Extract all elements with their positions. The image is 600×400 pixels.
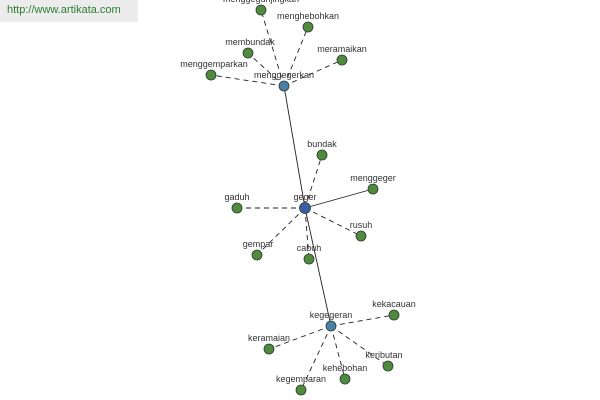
- edge-geger-menggeger: [304, 188, 374, 209]
- label-menggemparkan: menggemparkan: [180, 59, 248, 69]
- label-geger: geger: [293, 192, 316, 202]
- edge-kegegeran-kehebohan: [330, 325, 346, 380]
- node-gaduh[interactable]: [231, 202, 243, 214]
- node-kehebohan[interactable]: [339, 373, 351, 385]
- label-menghebohkan: menghebohkan: [277, 11, 339, 21]
- node-kegegeran[interactable]: [325, 320, 337, 332]
- edge-kegegeran-keramaian: [268, 325, 332, 350]
- label-cabuh: cabuh: [297, 243, 322, 253]
- node-rusuh[interactable]: [355, 230, 367, 242]
- graph-labels: geger menggegerkan kegegeran menggegunjingk…: [180, 0, 416, 384]
- node-bundak[interactable]: [316, 149, 328, 161]
- label-gaduh: gaduh: [224, 192, 249, 202]
- edge-geger-rusuh: [304, 207, 362, 237]
- label-gempar: gempar: [243, 239, 274, 249]
- node-menggeger[interactable]: [367, 183, 379, 195]
- label-meramaikan: meramaikan: [317, 44, 367, 54]
- watermark-url: http://www.artikata.com: [0, 0, 138, 22]
- label-kegemparan: kegemparan: [276, 374, 326, 384]
- node-kekacauan[interactable]: [388, 309, 400, 321]
- graph-nodes: [205, 4, 400, 396]
- label-rusuh: rusuh: [350, 220, 373, 230]
- label-membundak: membundak: [225, 37, 275, 47]
- node-keributan[interactable]: [382, 360, 394, 372]
- label-kegegeran: kegegeran: [310, 310, 353, 320]
- node-menggemparkan[interactable]: [205, 69, 217, 81]
- label-keributan: keributan: [365, 350, 402, 360]
- label-keramaian: keramaian: [248, 333, 290, 343]
- node-kegemparan[interactable]: [295, 384, 307, 396]
- label-menggegunjingkan: menggegunjingkan: [223, 0, 299, 4]
- node-meramaikan[interactable]: [336, 54, 348, 66]
- edge-geger-menggegerkan: [283, 85, 306, 209]
- label-kekacauan: kekacauan: [372, 299, 416, 309]
- node-gempar[interactable]: [251, 249, 263, 261]
- edge-kegegeran-keributan: [330, 325, 389, 367]
- label-menggegerkan: menggegerkan: [254, 70, 314, 80]
- label-bundak: bundak: [307, 139, 337, 149]
- graph-edges: [210, 9, 395, 391]
- edge-menggegerkan-meramaikan: [283, 59, 343, 87]
- label-kehebohan: kehebohan: [323, 363, 368, 373]
- node-geger[interactable]: [299, 202, 311, 214]
- edge-kegegeran-kegemparan: [300, 325, 332, 391]
- edge-menggegerkan-menghebohkan: [283, 26, 309, 87]
- edge-geger-kegegeran: [304, 207, 332, 327]
- node-cabuh[interactable]: [303, 253, 315, 265]
- label-menggeger: menggeger: [350, 173, 396, 183]
- node-keramaian[interactable]: [263, 343, 275, 355]
- edge-kegegeran-kekacauan: [330, 314, 395, 327]
- edge-menggegerkan-membundak: [247, 52, 285, 87]
- edge-menggegerkan-menggegunjingkan: [260, 9, 285, 87]
- node-menggegerkan[interactable]: [278, 80, 290, 92]
- edge-geger-gempar: [256, 207, 306, 256]
- node-membundak[interactable]: [242, 47, 254, 59]
- node-menggegunjingkan[interactable]: [255, 4, 267, 16]
- edge-menggegerkan-menggemparkan: [210, 74, 285, 87]
- edge-geger-bundak: [304, 154, 323, 209]
- node-menghebohkan[interactable]: [302, 21, 314, 33]
